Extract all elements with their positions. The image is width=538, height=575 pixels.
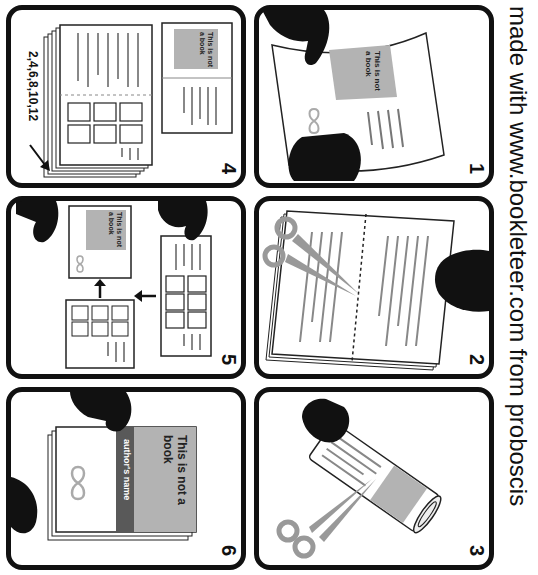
booklet-illustration xyxy=(70,392,131,431)
fold-illustration xyxy=(368,109,403,149)
stack-illustration xyxy=(40,160,50,171)
assemble-illustration xyxy=(69,206,131,278)
page-order-label: 2,4,6,8,10,12 xyxy=(25,51,39,121)
stack-illustration xyxy=(94,125,116,143)
stack-illustration xyxy=(120,125,142,143)
assemble-illustration xyxy=(188,294,206,310)
assemble-illustration xyxy=(166,276,206,328)
assemble-illustration xyxy=(158,201,208,240)
cover-text: This is not a book xyxy=(198,32,214,67)
booklet-illustration xyxy=(56,427,196,532)
assemble-illustration xyxy=(112,306,128,320)
step-panel: 3 xyxy=(254,387,494,570)
cut-illustration xyxy=(352,214,366,362)
tube-illustration xyxy=(322,436,381,487)
tube-illustration xyxy=(309,479,372,533)
assemble-illustration xyxy=(134,290,142,302)
step-panel: 1 xyxy=(254,5,494,188)
booklet-illustration xyxy=(72,467,84,499)
cut-illustration xyxy=(277,219,295,237)
assemble-illustration xyxy=(16,201,211,368)
cover-text: This is not a book xyxy=(107,212,123,248)
step-number: 6 xyxy=(218,545,240,556)
cover-text: author's name xyxy=(122,439,132,500)
assemble-illustration xyxy=(166,294,184,310)
step-number: 2 xyxy=(466,354,488,365)
assemble-illustration xyxy=(72,306,88,320)
stack-illustration xyxy=(30,23,232,177)
tube-illustration xyxy=(416,500,438,528)
cover-text: This is not a book xyxy=(160,435,188,525)
booklet-illustration xyxy=(11,392,196,540)
assemble-illustration xyxy=(16,201,58,242)
stack-illustration xyxy=(174,29,218,69)
cut-illustration xyxy=(272,211,454,364)
assemble-illustration xyxy=(94,279,106,286)
assemble-illustration xyxy=(86,210,126,250)
stack-illustration xyxy=(68,103,90,121)
stack-illustration xyxy=(184,87,216,125)
stack-illustration xyxy=(60,25,152,165)
tube-illustration xyxy=(370,466,427,523)
tube-illustration xyxy=(295,538,313,556)
cut-illustration xyxy=(265,211,489,370)
booklet-illustration xyxy=(11,477,37,533)
stack-illustration xyxy=(162,78,232,79)
assemble-illustration xyxy=(66,300,134,368)
credit-line: made with www.bookleteer.com from probos… xyxy=(504,6,532,506)
step-number: 4 xyxy=(218,163,240,174)
assemble-illustration xyxy=(92,322,108,336)
cut-illustration xyxy=(265,247,283,265)
tube-illustration xyxy=(279,522,297,540)
stack-illustration xyxy=(68,125,90,143)
step-number: 5 xyxy=(218,354,240,365)
step-number: 3 xyxy=(466,545,488,556)
step-panel: 5 xyxy=(6,196,246,379)
assemble-illustration xyxy=(108,342,124,362)
stack-illustration xyxy=(68,103,142,143)
step-number: 1 xyxy=(466,163,488,174)
assemble-illustration xyxy=(188,276,206,292)
assemble-illustration xyxy=(176,244,200,350)
stack-illustration xyxy=(120,103,142,121)
assemble-illustration xyxy=(77,256,83,272)
assemble-illustration xyxy=(142,295,156,298)
cover-text: This is not a book xyxy=(364,51,382,93)
tube-illustration xyxy=(279,399,445,556)
assemble-illustration xyxy=(72,322,88,336)
tube-illustration xyxy=(319,479,376,542)
assemble-illustration xyxy=(166,276,184,292)
fold-illustration xyxy=(288,133,360,181)
tube-illustration xyxy=(410,493,445,536)
stack-illustration xyxy=(94,103,116,121)
step-panel: 2 xyxy=(254,196,494,379)
assemble-illustration xyxy=(166,312,184,328)
cut-illustration xyxy=(285,254,356,296)
fold-illustration xyxy=(262,10,444,181)
assemble-illustration xyxy=(188,312,206,328)
booklet-illustration xyxy=(134,427,196,532)
cut-illustration xyxy=(435,250,489,312)
stack-illustration xyxy=(122,148,138,160)
stack-illustration xyxy=(162,23,232,133)
stack-illustration xyxy=(78,33,138,87)
stack-illustration xyxy=(60,95,152,96)
assemble-illustration xyxy=(99,286,102,298)
assemble-illustration xyxy=(161,236,211,356)
fold-illustration xyxy=(329,45,397,100)
tube-illustration xyxy=(302,399,349,443)
assemble-illustration xyxy=(72,306,128,336)
fold-illustration xyxy=(262,10,329,65)
stack-illustration xyxy=(30,145,45,165)
assemble-illustration xyxy=(92,306,108,320)
assemble-illustration xyxy=(112,322,128,336)
booklet-illustration xyxy=(116,427,134,532)
cut-illustration xyxy=(379,236,428,346)
fold-illustration xyxy=(310,109,319,133)
